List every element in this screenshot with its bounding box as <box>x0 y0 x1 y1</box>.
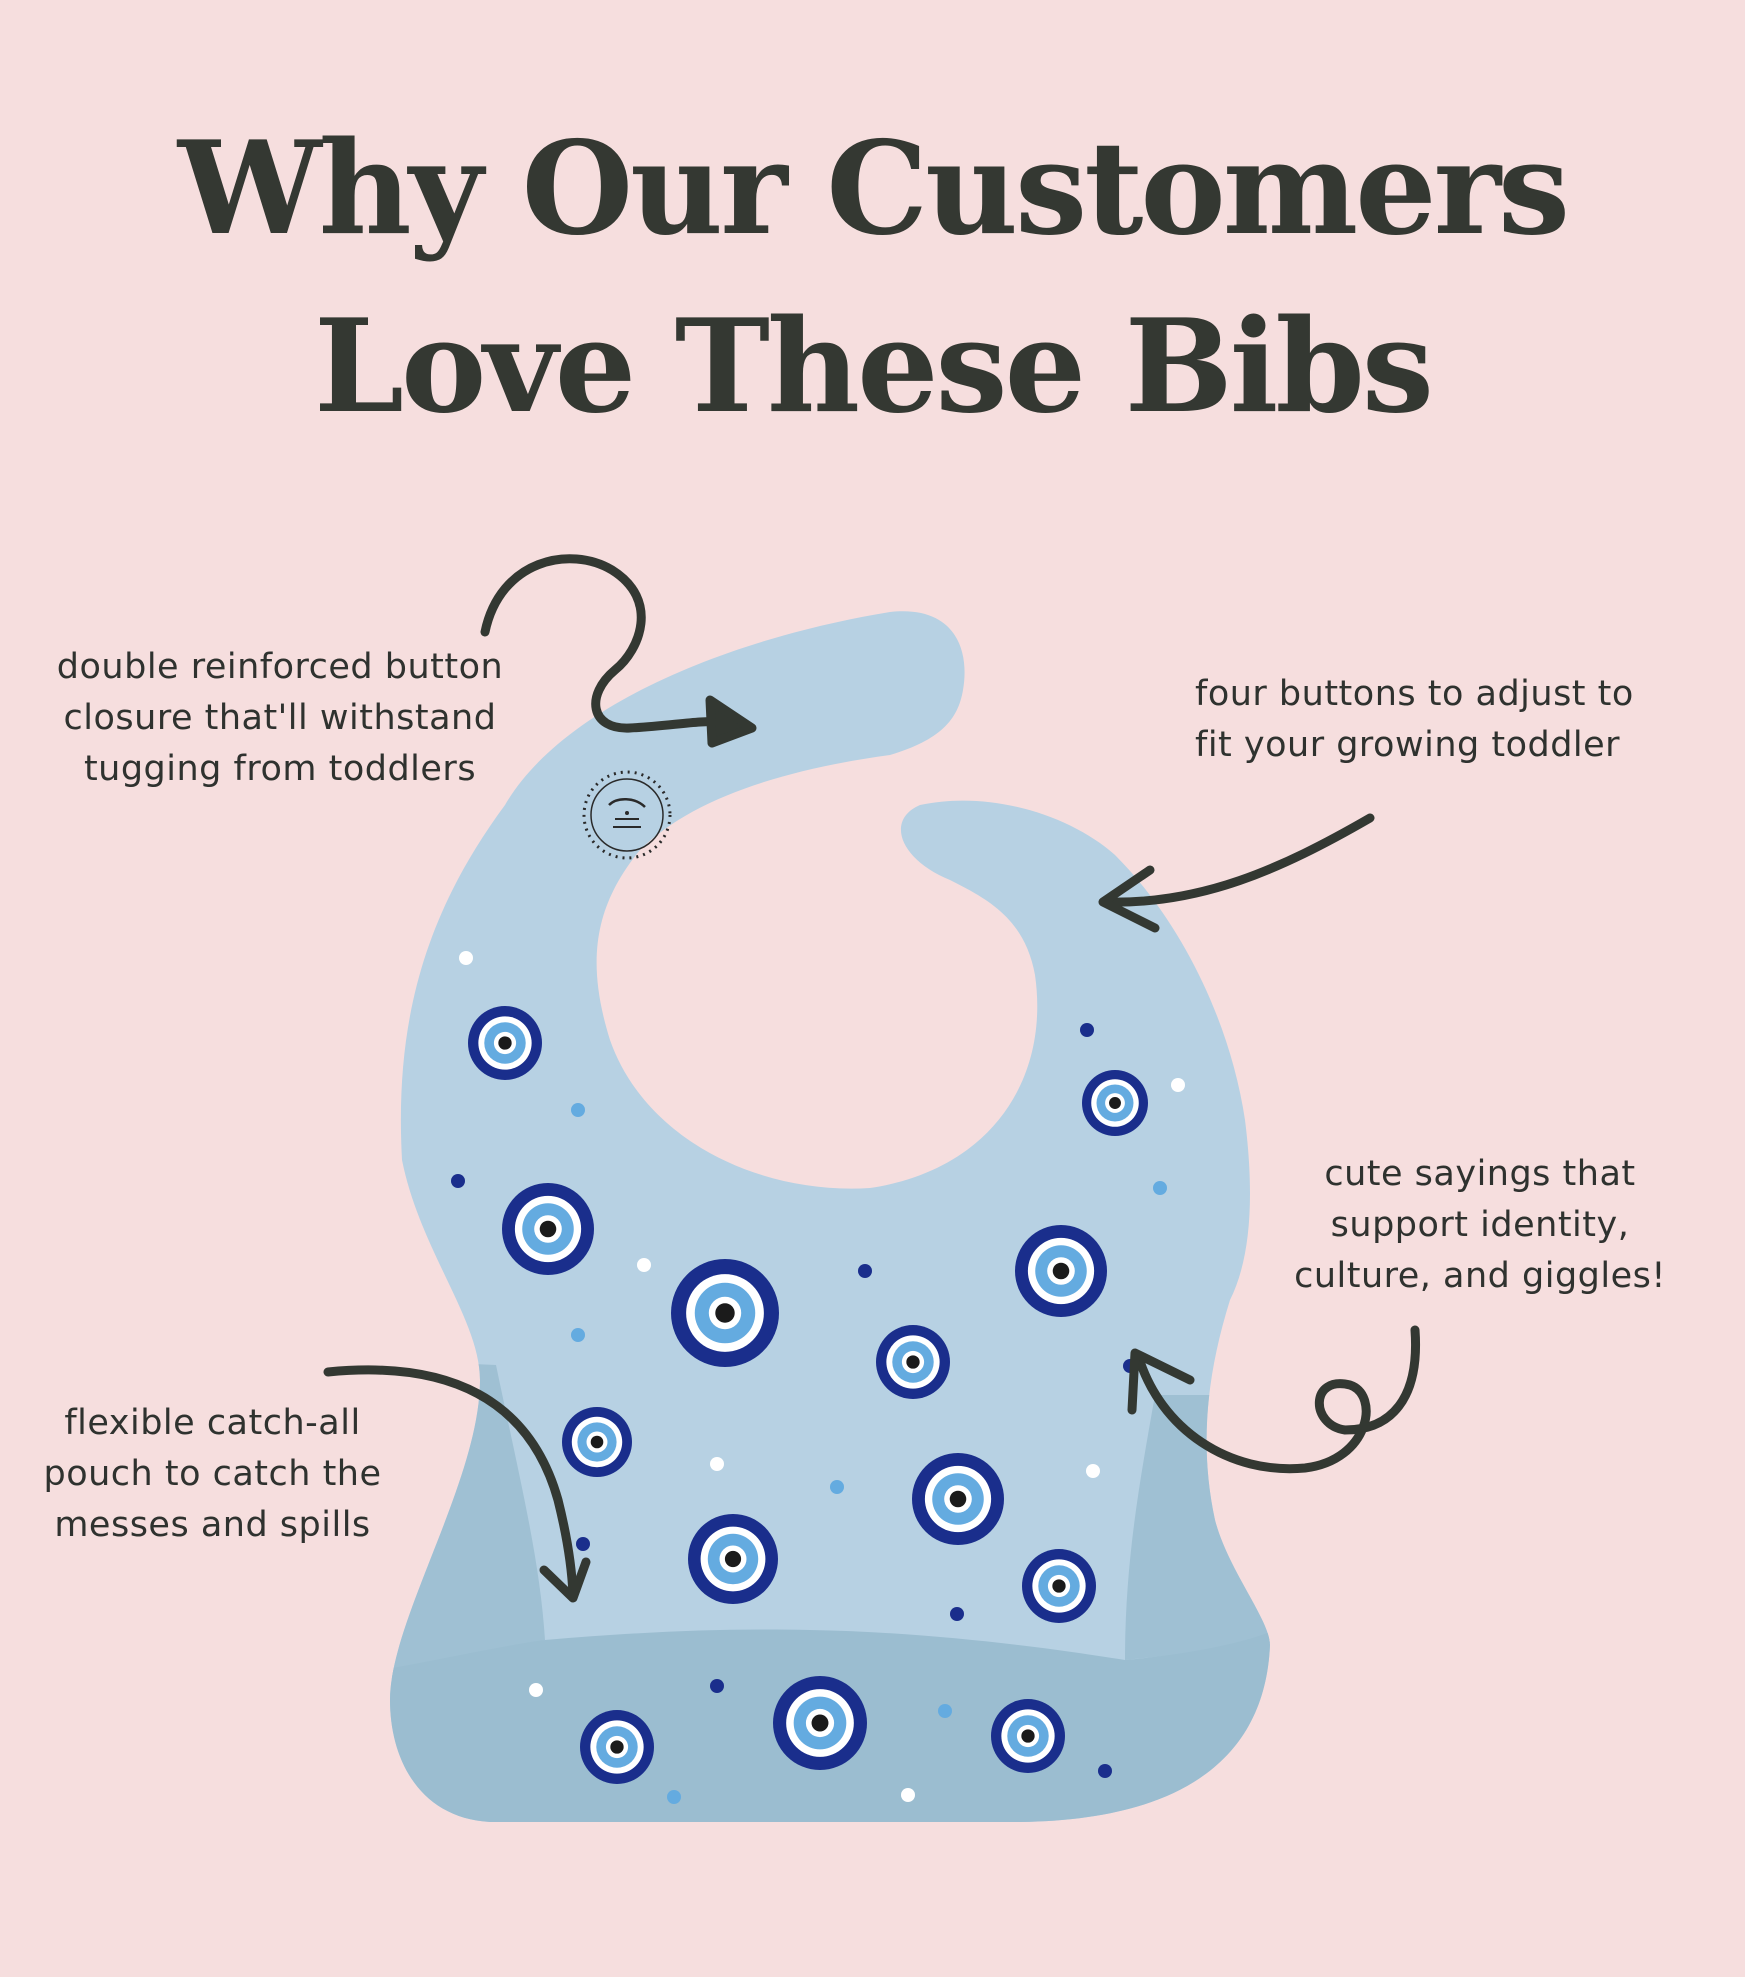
callout-cute-sayings: cute sayings that support identity, cult… <box>1275 1149 1685 1302</box>
callout-catch-all-pouch: flexible catch-all pouch to catch the me… <box>20 1398 405 1551</box>
callout-line: messes and spills <box>54 1505 371 1545</box>
callout-line: tugging from toddlers <box>83 749 477 789</box>
callout-line: support identity, <box>1330 1205 1630 1245</box>
curved-arrow-icon <box>1098 813 1375 933</box>
callout-line: cute sayings that <box>1324 1154 1636 1194</box>
callout-button-closure: double reinforced button closure that'll… <box>30 642 530 795</box>
callout-four-buttons: four buttons to adjust to fit your growi… <box>1195 669 1715 771</box>
title-line-1: Why Our Customers <box>177 114 1570 264</box>
callout-line: pouch to catch the <box>43 1454 382 1494</box>
curved-arrow-icon <box>1127 1325 1421 1474</box>
title-line-2: Love These Bibs <box>314 292 1434 442</box>
callout-line: culture, and giggles! <box>1294 1256 1666 1296</box>
bib-body <box>390 611 1270 1822</box>
brand-logo-icon <box>582 770 672 860</box>
callout-line: double reinforced button <box>56 647 504 687</box>
page-title: Why Our Customers Love These Bibs <box>0 100 1745 456</box>
curved-arrow-icon <box>480 554 757 748</box>
callout-line: closure that'll withstand <box>63 698 497 738</box>
callout-line: fit your growing toddler <box>1195 725 1621 765</box>
confetti-dots <box>451 951 1185 1804</box>
callout-line: flexible catch-all <box>64 1403 361 1443</box>
callout-line: four buttons to adjust to <box>1195 674 1634 714</box>
curved-arrow-icon <box>323 1365 591 1603</box>
